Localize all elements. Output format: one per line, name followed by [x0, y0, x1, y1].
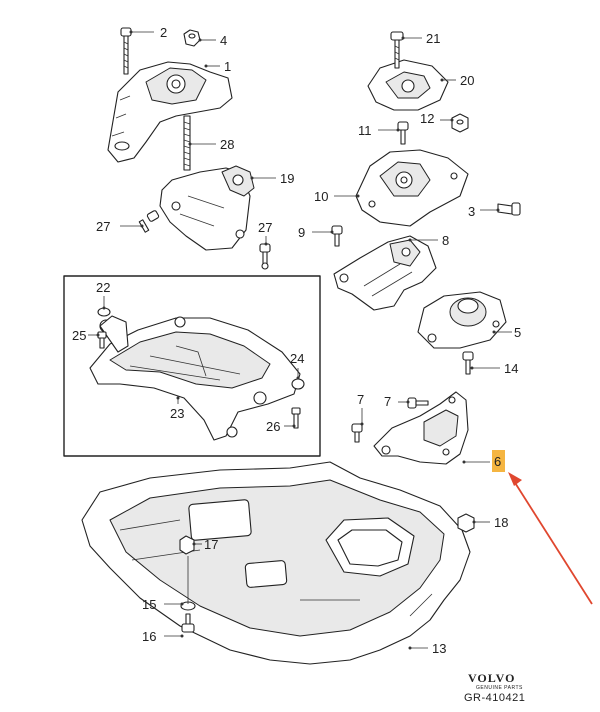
svg-text:4: 4 — [220, 33, 227, 48]
callout-22: 23 — [170, 396, 184, 421]
callout-8: 8 — [408, 233, 449, 248]
callout-24: 24 — [290, 351, 304, 380]
part-13-splash-shield — [81, 461, 471, 665]
callout-15: 15 — [142, 597, 184, 612]
callout-19: 19 — [250, 171, 294, 186]
callout-5: 5 — [492, 325, 521, 340]
svg-text:21: 21 — [426, 31, 440, 46]
svg-text:1: 1 — [224, 59, 231, 74]
part-2-bolt — [120, 27, 132, 75]
part-16-bolt — [181, 613, 195, 633]
svg-text:13: 13 — [432, 641, 446, 656]
brand-logo-text: VOLVO — [468, 671, 515, 685]
svg-text:2: 2 — [160, 25, 167, 40]
callout-25: 25 — [72, 328, 100, 343]
svg-text:14: 14 — [504, 361, 518, 376]
red-pointer-arrow — [508, 472, 593, 605]
svg-text:23: 23 — [170, 406, 184, 421]
part-8-bracket — [333, 235, 437, 311]
callout-12: 12 — [420, 111, 454, 126]
part-17-clip — [179, 535, 195, 555]
callout-3: 3 — [468, 204, 500, 219]
svg-text:12: 12 — [420, 111, 434, 126]
svg-text:25: 25 — [72, 328, 86, 343]
callout-27-left: 27 — [96, 219, 144, 234]
part-9-bolt — [331, 225, 343, 247]
callout-1: 1 — [204, 59, 231, 74]
callout-6: 6 — [462, 450, 505, 472]
svg-text:27: 27 — [96, 219, 110, 234]
part-4-nut — [183, 29, 201, 47]
diagram-reference: GR-410421 — [464, 692, 525, 704]
svg-text:8: 8 — [442, 233, 449, 248]
part-27-bolt-right — [259, 243, 271, 270]
part-10-engine-mount — [355, 149, 469, 227]
callout-23: 22 — [96, 280, 110, 310]
svg-text:22: 22 — [96, 280, 110, 295]
callout-14: 14 — [470, 361, 518, 376]
callout-27-right: 27 — [258, 220, 272, 246]
callout-2: 2 — [129, 25, 167, 40]
callout-13: 13 — [408, 641, 446, 656]
svg-text:27: 27 — [258, 220, 272, 235]
callout-7-right: 7 — [384, 394, 410, 409]
svg-text:28: 28 — [220, 137, 234, 152]
part-18-clip — [457, 513, 475, 533]
part-20-upper-mount — [367, 59, 449, 111]
svg-text:19: 19 — [280, 171, 294, 186]
svg-text:17: 17 — [204, 537, 218, 552]
part-7-bolt-right — [407, 397, 429, 409]
callout-21: 21 — [401, 31, 440, 46]
svg-text:3: 3 — [468, 204, 475, 219]
part-11-bolt — [397, 121, 409, 145]
svg-text:11: 11 — [358, 123, 372, 138]
part-22-subframe — [89, 315, 301, 441]
svg-text:18: 18 — [494, 515, 508, 530]
callout-4: 4 — [198, 33, 227, 48]
part-7-bolt-left — [351, 423, 363, 443]
part-6-bracket — [373, 391, 469, 465]
part-19-bracket — [159, 165, 255, 251]
part-27-bolt-left — [138, 210, 160, 233]
callout-16: 16 — [142, 629, 184, 644]
callout-6-highlight — [492, 450, 505, 472]
svg-text:24: 24 — [290, 351, 304, 366]
callout-7-left: 7 — [357, 392, 364, 426]
part-14-bolt — [462, 351, 474, 375]
part-21-bolt — [390, 31, 404, 69]
svg-text:26: 26 — [266, 419, 280, 434]
svg-text:15: 15 — [142, 597, 156, 612]
svg-text:10: 10 — [314, 189, 328, 204]
callout-28: 28 — [188, 137, 234, 152]
callout-26: 26 — [266, 419, 296, 434]
part-3-bolt — [497, 202, 521, 216]
part-5-rear-mount — [417, 291, 507, 349]
brand-tagline: GENUINE PARTS — [476, 685, 523, 691]
callout-20: 20 — [440, 73, 474, 88]
svg-text:7: 7 — [384, 394, 391, 409]
callout-9: 9 — [298, 225, 334, 240]
part-24-bushing — [291, 378, 305, 390]
part-26-bolt — [291, 407, 301, 429]
callout-10: 10 — [314, 189, 360, 204]
svg-text:9: 9 — [298, 225, 305, 240]
callout-17: 17 — [192, 537, 218, 552]
part-1-mount-bracket — [107, 61, 233, 163]
svg-text:6: 6 — [494, 454, 501, 469]
callout-11: 11 — [358, 123, 400, 138]
svg-text:16: 16 — [142, 629, 156, 644]
svg-text:20: 20 — [460, 73, 474, 88]
part-12-nut — [451, 113, 469, 133]
svg-text:5: 5 — [514, 325, 521, 340]
callout-18: 18 — [472, 515, 508, 530]
svg-text:7: 7 — [357, 392, 364, 407]
